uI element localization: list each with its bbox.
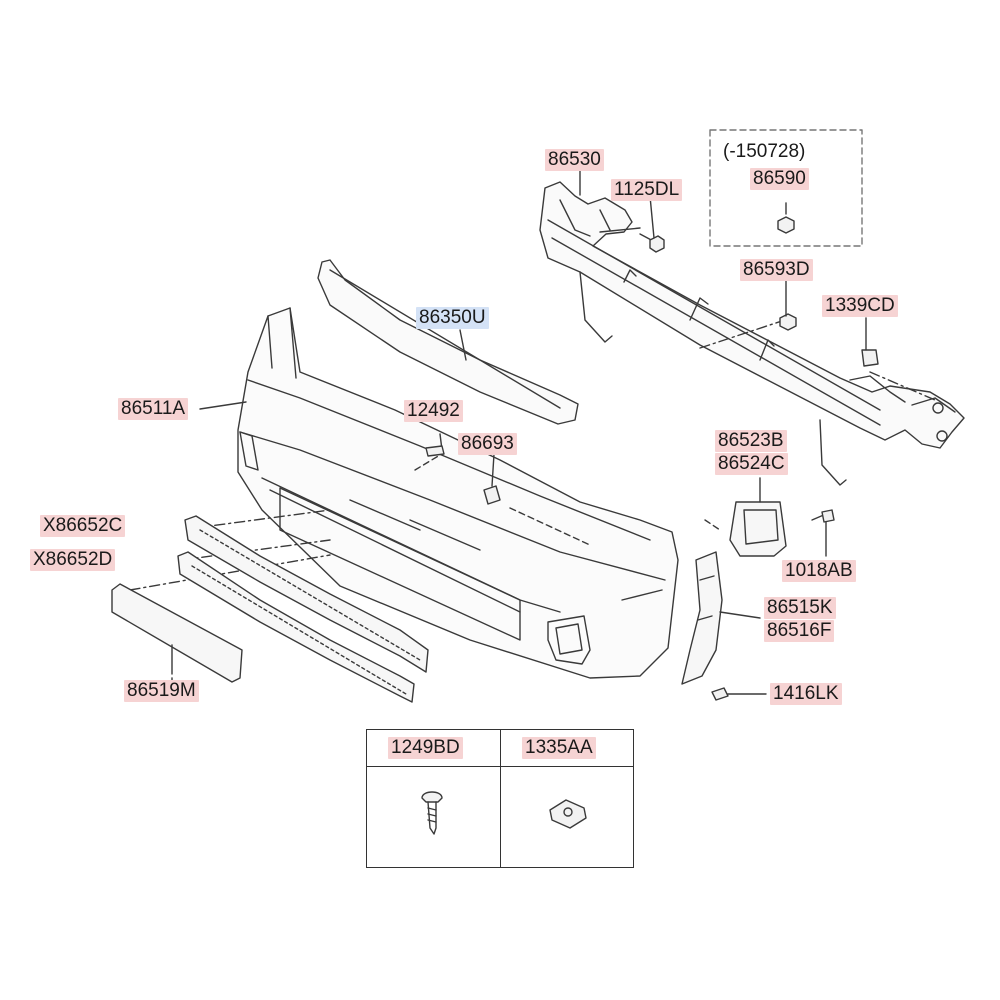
bolt-12492	[425, 433, 445, 457]
label-86350U[interactable]: 86350U	[416, 307, 489, 329]
label-86693[interactable]: 86693	[458, 433, 517, 455]
nut-86590	[777, 202, 795, 234]
label-1416LK[interactable]: 1416LK	[770, 683, 842, 705]
label-X86652D[interactable]: X86652D	[30, 549, 116, 571]
legend-label-1249BD[interactable]: 1249BD	[388, 737, 463, 759]
leader-1125DL	[649, 195, 655, 239]
legend-table	[366, 729, 634, 868]
fog-cover-86523B	[729, 477, 787, 557]
leader-86511A	[199, 401, 247, 410]
legend-divider-vertical	[500, 730, 501, 867]
clip-86693	[483, 453, 501, 505]
label-86590[interactable]: 86590	[750, 168, 809, 190]
label-86511A[interactable]: 86511A	[118, 398, 189, 420]
label-X86652C[interactable]: X86652C	[40, 515, 126, 537]
label-variant-note: (-150728)	[723, 141, 806, 162]
legend-divider-horizontal	[367, 766, 633, 767]
grille-X86652D	[177, 551, 415, 703]
bumper-cover-86511A	[129, 307, 679, 679]
bumper-beam-86530	[539, 181, 965, 486]
label-86515K[interactable]: 86515K	[764, 597, 836, 619]
side-bracket-86515K	[681, 519, 761, 685]
label-86524C[interactable]: 86524C	[715, 453, 788, 475]
label-86530[interactable]: 86530	[545, 149, 604, 171]
label-1125DL[interactable]: 1125DL	[611, 179, 683, 201]
label-1018AB[interactable]: 1018AB	[782, 560, 856, 582]
variant-dashed-box	[709, 129, 863, 247]
legend-label-1335AA[interactable]: 1335AA	[522, 737, 596, 759]
clip-nut-1335AA	[549, 799, 587, 829]
label-86523B[interactable]: 86523B	[715, 430, 787, 452]
leader-86350U	[459, 329, 467, 361]
label-12492[interactable]: 12492	[404, 400, 463, 422]
upper-molding-86350U	[317, 259, 579, 425]
label-86519M[interactable]: 86519M	[124, 680, 199, 702]
label-86593D[interactable]: 86593D	[740, 259, 813, 281]
bolt-1018AB	[811, 509, 835, 557]
grille-X86652C	[184, 515, 429, 673]
label-1339CD[interactable]: 1339CD	[822, 295, 898, 317]
screw-1416LK	[711, 687, 767, 701]
plate-bracket-86519M	[111, 583, 243, 683]
label-86516F[interactable]: 86516F	[764, 620, 835, 642]
screw-1249BD	[421, 791, 443, 835]
